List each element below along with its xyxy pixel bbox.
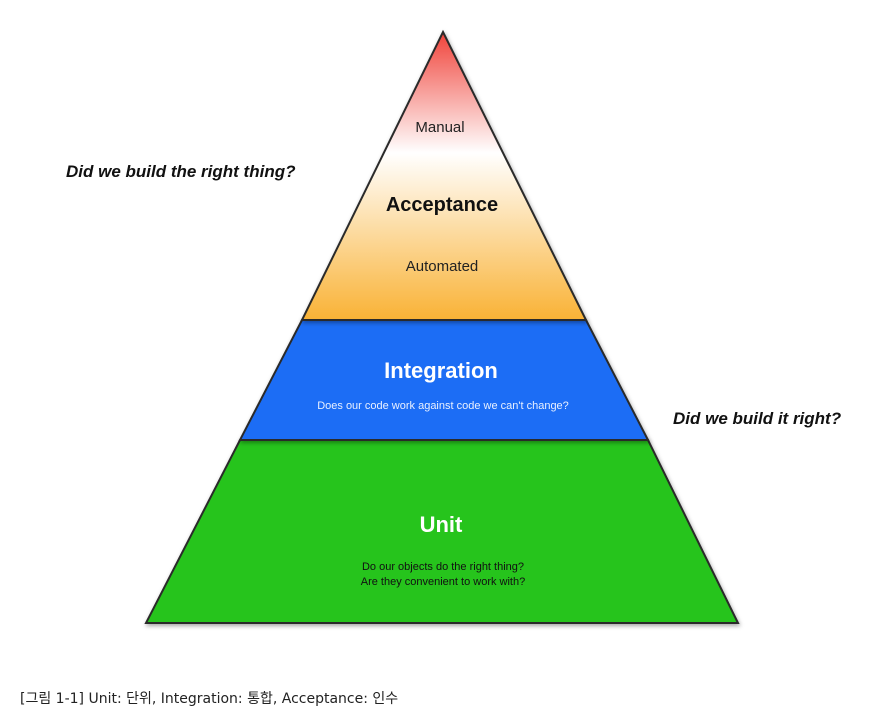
acceptance-layer [300, 29, 588, 321]
acceptance-title: Acceptance [386, 194, 498, 216]
integration-description: Does our code work against code we can't… [317, 400, 569, 412]
manual-label: Manual [415, 119, 464, 136]
question-right-thing: Did we build the right thing? [66, 162, 296, 181]
unit-title: Unit [420, 512, 463, 537]
automated-label: Automated [406, 258, 479, 275]
question-built-right: Did we build it right? [673, 409, 842, 428]
unit-description-line2: Are they convenient to work with? [361, 576, 525, 588]
figure-caption: [그림 1-1] Unit: 단위, Integration: 통합, Acce… [20, 691, 399, 707]
unit-description-line1: Do our objects do the right thing? [362, 561, 524, 573]
integration-title: Integration [384, 358, 498, 383]
